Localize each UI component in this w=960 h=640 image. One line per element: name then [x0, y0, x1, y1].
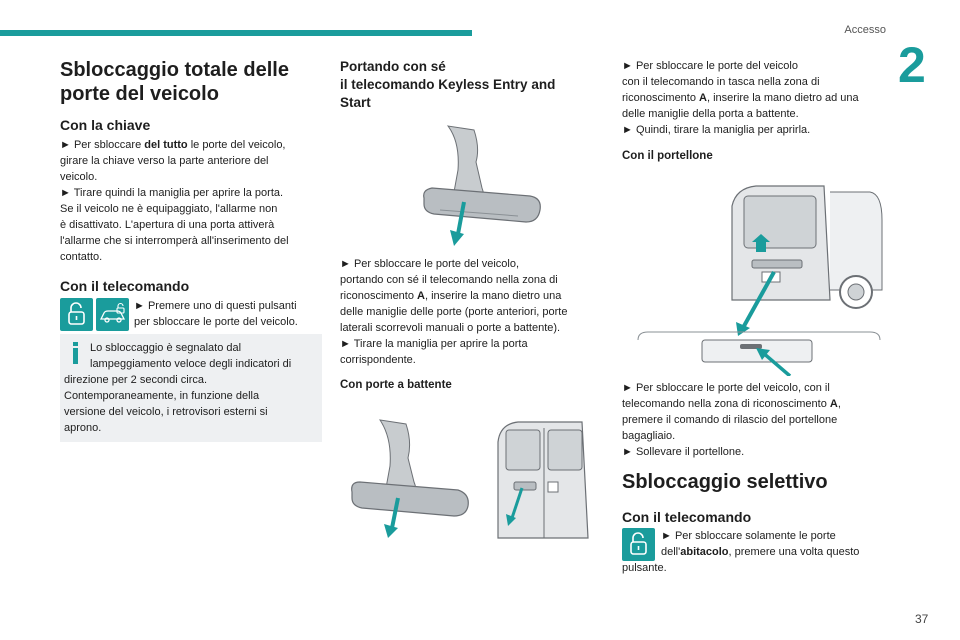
text-line: ► Premere uno di questi pulsanti [134, 300, 297, 312]
text-line: ► Per sbloccare del tutto le porte del v… [60, 139, 286, 151]
unlock-padlock-icon [60, 298, 93, 331]
chapter-number: 2 [898, 37, 926, 93]
tailgate-illustration [637, 185, 883, 376]
text-line: ► Per sbloccare le porte del veicolo [622, 60, 798, 72]
text-line: telecomando nella zona di riconoscimento… [622, 398, 841, 410]
info-icon [73, 342, 78, 364]
text-line: con il telecomando in tasca nella zona d… [622, 76, 820, 88]
selective-heading: Con il telecomando [622, 509, 752, 525]
text-line: veicolo. [60, 171, 98, 183]
text-line: girare la chiave verso la parte anterior… [60, 155, 269, 167]
text-line: delle maniglie delle porte (porte anteri… [340, 306, 568, 318]
tailgate-heading: Con il portellone [622, 150, 713, 162]
text-line: l'allarme che si interromperà all'inseri… [60, 235, 289, 247]
rear-doors-illustration [497, 421, 589, 539]
text-line: Se il veicolo ne è equipaggiato, l'allar… [60, 203, 278, 215]
text-line: riconoscimento A, inserire la mano dietr… [622, 92, 859, 104]
hand-door-handle-illustration [423, 125, 541, 246]
hand-rear-handle-illustration [351, 419, 469, 538]
text-line: il telecomando Keyless Entry and [340, 77, 556, 92]
text-line: laterali scorrevoli manuali o porte a ba… [340, 322, 561, 334]
keyless-heading: Portando con sé il telecomando Keyless En… [340, 58, 555, 112]
text-line: riconoscimento A, inserire la mano dietr… [340, 290, 562, 302]
text-line: per sbloccare le porte del veicolo. [134, 316, 298, 328]
key-heading: Con la chiave [60, 117, 151, 133]
remote-heading: Con il telecomando [60, 278, 190, 294]
text-line: ► Tirare la maniglia per aprire la porta [340, 338, 528, 350]
selective-title: Sbloccaggio selettivo [622, 471, 828, 493]
text-line: bagagliaio. [622, 430, 676, 442]
main-title: Sbloccaggio totale delle porte del veico… [60, 59, 289, 105]
text-line: Start [340, 95, 371, 110]
info-paragraph: Lo sbloccaggio è segnalato dal lampeggia… [64, 342, 292, 434]
page-number: 37 [915, 612, 929, 626]
text-line: ► Sollevare il portellone. [622, 446, 745, 458]
info-box: Lo sbloccaggio è segnalato dal lampeggia… [60, 334, 322, 442]
tailgate-paragraph: ► Per sbloccare le porte del veicolo, co… [622, 380, 884, 460]
header-accent-bar [0, 30, 472, 36]
text-line: ► Per sbloccare le porte del veicolo, co… [622, 382, 830, 394]
unlock-padlock-icon-selective [622, 528, 655, 561]
keyless-paragraph: ► Per sbloccare le porte del veicolo, por… [340, 256, 590, 368]
text-line: è disattivato. L'apertura di una porta a… [60, 219, 275, 231]
text-line: contatto. [60, 251, 103, 263]
remote-paragraph: ► Premere uno di questi pulsanti per sblo… [134, 298, 322, 330]
hinged-paragraph: ► Per sbloccare le porte del veicolo con … [622, 58, 884, 138]
text-line: premere il comando di rilascio del porte… [622, 414, 838, 426]
text-line: portando con sé il telecomando nella zon… [340, 274, 558, 286]
section-title: Accesso [844, 24, 886, 36]
car-unlock-icon [96, 298, 129, 331]
text-line: delle maniglie della porta a battente. [622, 108, 799, 120]
text-line: ► Tirare quindi la maniglia per aprire l… [60, 187, 284, 199]
text-line: Portando con sé [340, 59, 446, 74]
hinged-doors-heading: Con porte a battente [340, 379, 452, 391]
text-line: corrispondente. [340, 354, 416, 366]
text-line: ► Quindi, tirare la maniglia per aprirla… [622, 124, 811, 136]
text-line: ► Per sbloccare le porte del veicolo, [340, 258, 520, 270]
selective-paragraph: ► Per sbloccare solamente le porte dell'… [622, 530, 860, 574]
key-paragraph: ► Per sbloccare del tutto le porte del v… [60, 137, 322, 265]
